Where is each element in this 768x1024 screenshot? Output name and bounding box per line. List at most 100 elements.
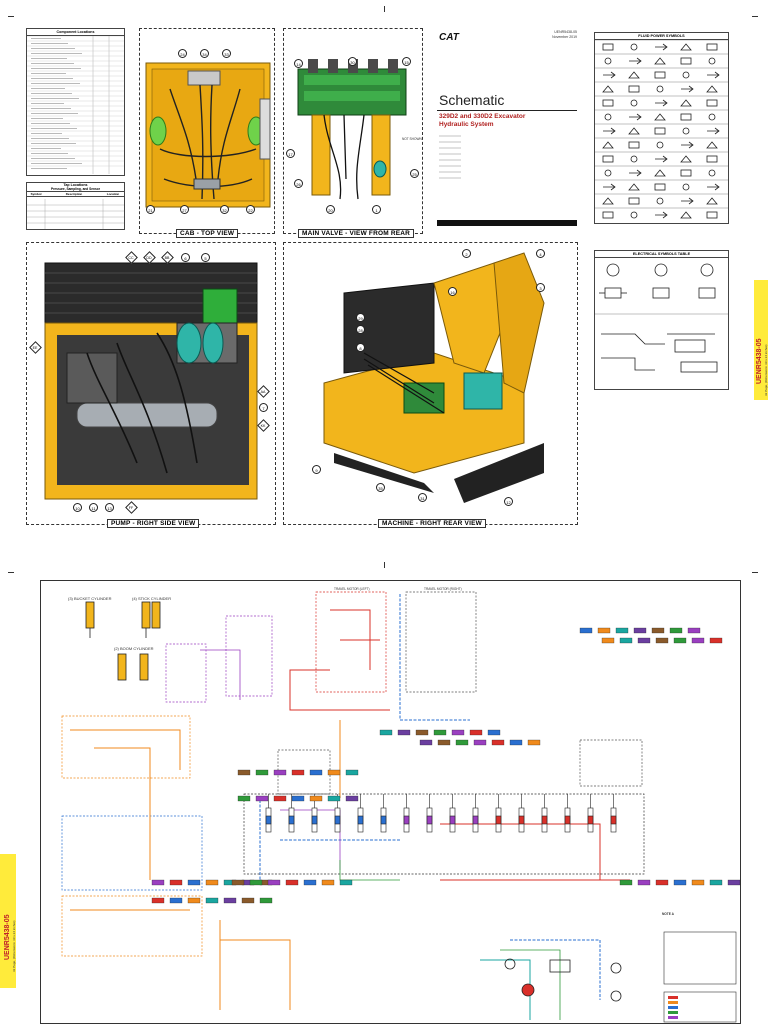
page-title: Schematic: [439, 92, 505, 108]
side-tab-upper-pages: 32 Page, (Dimensions: 39 x 24 inches): [764, 344, 768, 396]
fluid-power-symbols-table: FLUID POWER SYMBOLS: [594, 32, 729, 224]
doc-date: November 2019: [552, 35, 577, 39]
stick-cylinder-label: (4) STICK CYLINDER: [132, 596, 172, 601]
doc-number: UENR5438-05: [554, 30, 577, 34]
pump-illustration: [44, 262, 258, 500]
callout-34: 34: [200, 49, 209, 58]
callout-35: 35: [376, 483, 385, 492]
side-tab-lower-pages: 32 Page, (Dimensions: 39 x 24 inches): [12, 920, 16, 972]
hydraulic-schematic: [61, 591, 741, 1023]
side-tab-upper: [754, 280, 768, 400]
callout-25: 25: [410, 169, 419, 178]
subtitle-system: Hydraulic System: [439, 121, 494, 128]
callout-5: 5: [201, 253, 210, 262]
note-a-label: NOTE A: [662, 912, 674, 916]
machine-right-rear-view-panel: 2 4 3 16 29 28 8 9 35 31 12 MACHINE - RI…: [283, 242, 578, 528]
cab-top-view-illustration: [145, 62, 271, 208]
not-shown-label: NOT SHOWN: [402, 137, 422, 141]
callout-ff: FF: [128, 506, 134, 510]
title-block: CAT UENR5438-05 November 2019 Schematic …: [437, 28, 577, 228]
subtitle-model: 329D2 and 330D2 Excavator: [439, 113, 526, 120]
subsystem-boxes: [61, 591, 645, 957]
callout-kk: KK: [260, 424, 266, 428]
callout-10: 10: [73, 503, 82, 512]
registration-mark: [8, 16, 14, 17]
fluid-power-symbols-title: FLUID POWER SYMBOLS: [595, 33, 728, 40]
callout-1: 1: [372, 205, 381, 214]
component-table-grid: [27, 36, 124, 174]
tap-locations-subtitle: Pressure, Sampling, and Sensor: [27, 187, 124, 192]
callout-16: 16: [448, 287, 457, 296]
callout-24: 24: [178, 49, 187, 58]
electrical-symbols-table: ELECTRICAL SYMBOLS TABLE: [594, 250, 729, 390]
model-list-lines: [439, 135, 461, 179]
callout-14: 14: [294, 59, 303, 68]
travel-motor-right-label: TRAVEL MOTOR (RIGHT): [424, 587, 462, 591]
side-tab-lower: [0, 854, 16, 988]
pump-right-side-view-panel: CC DD BB 6 5 EE AA 7 KK 10 11 13 FF PUMP…: [26, 242, 276, 528]
registration-mark: [8, 572, 14, 573]
tap-locations-table: Tap Locations Pressure, Sampling, and Se…: [26, 182, 125, 230]
callout-28: 28: [356, 325, 365, 334]
callout-3: 3: [536, 283, 545, 292]
pressure-lines-red: [289, 609, 630, 881]
callout-32: 32: [220, 205, 229, 214]
callout-11: 11: [89, 503, 98, 512]
cat-logo: CAT: [439, 32, 459, 43]
drain-lines-purple: [200, 649, 341, 870]
machine-illustration: [323, 252, 545, 503]
callout-13: 13: [105, 503, 114, 512]
tap-col-symbol: Symbol: [30, 192, 42, 196]
title-footer-bar: [437, 220, 577, 226]
registration-mark: [384, 6, 385, 12]
callout-17: 17: [286, 149, 295, 158]
main-valve-illustration: [297, 59, 407, 200]
tap-table-grid: [27, 199, 124, 229]
callout-bb: BB: [164, 256, 170, 260]
pump-view-caption: PUMP - RIGHT SIDE VIEW: [107, 519, 200, 528]
callout-20: 20: [326, 205, 335, 214]
main-valve-view-panel: 14 30 15 17 26 20 1 25 NOT SHOWN MAIN VA…: [283, 28, 423, 238]
registration-mark: [752, 572, 758, 573]
callout-33: 33: [222, 49, 231, 58]
callout-21: 21: [146, 205, 155, 214]
tap-locations-title: Tap Locations: [63, 183, 88, 187]
legend-color-swatches: [668, 996, 678, 1019]
callout-31: 31: [418, 493, 427, 502]
component-locations-table: Component Locations: [26, 28, 125, 176]
callout-7: 7: [259, 403, 268, 412]
callout-2: 2: [462, 249, 471, 258]
connector-tags: [151, 627, 741, 904]
callout-22: 22: [246, 205, 255, 214]
callout-8: 8: [356, 343, 365, 352]
callout-30: 30: [348, 57, 357, 66]
pilot-lines-orange: [70, 720, 341, 1010]
callout-26: 26: [294, 179, 303, 188]
callout-27: 27: [180, 205, 189, 214]
case-lines-teal: [480, 959, 531, 1020]
cab-top-view-panel: 24 34 33 21 27 32 22 CAB - TOP VIEW: [139, 28, 275, 238]
main-pump-symbol: [504, 958, 622, 1002]
electrical-symbols-grid: [595, 263, 728, 373]
machine-view-caption: MACHINE - RIGHT REAR VIEW: [378, 519, 486, 528]
fluid-symbols-grid: [595, 40, 728, 219]
main-valve-view-caption: MAIN VALVE - VIEW FROM REAR: [298, 229, 415, 238]
boom-cylinder-label: (2) BOOM CYLINDER: [114, 646, 154, 651]
callout-dd: DD: [146, 256, 152, 260]
cylinders: [85, 601, 161, 681]
callout-aa: AA: [260, 390, 266, 394]
tap-col-location: Location: [106, 192, 120, 196]
side-tab-lower-code: UENR5438-05: [4, 914, 11, 960]
callout-15: 15: [402, 57, 411, 66]
bucket-cylinder-label: (3) BUCKET CYLINDER: [68, 596, 112, 601]
callout-9: 9: [312, 465, 321, 474]
electrical-symbols-title: ELECTRICAL SYMBOLS TABLE: [595, 251, 728, 258]
registration-mark: [752, 16, 758, 17]
callout-29: 29: [356, 313, 365, 322]
component-locations-title: Component Locations: [27, 29, 124, 36]
callout-ee: EE: [32, 346, 38, 350]
side-tab-upper-code: UENR5438-05: [756, 338, 763, 384]
callout-cc: CC: [128, 256, 134, 260]
callout-4: 4: [536, 249, 545, 258]
callout-6: 6: [181, 253, 190, 262]
